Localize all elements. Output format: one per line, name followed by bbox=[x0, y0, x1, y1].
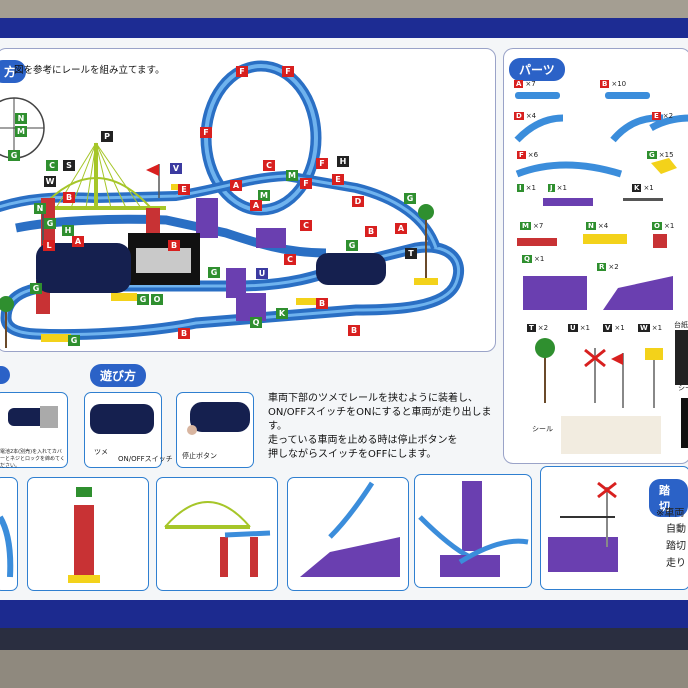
play-left-tag bbox=[0, 366, 10, 384]
assembly-label-a3: A bbox=[250, 200, 262, 211]
assembly-label-o: O bbox=[151, 294, 163, 305]
assembly-label-m3: M bbox=[258, 190, 270, 201]
assembly-instruction: 図を参考にレールを組み立てます。 bbox=[14, 65, 165, 76]
part-b: B×10 bbox=[600, 80, 627, 88]
assembly-label-g4: G bbox=[137, 294, 149, 305]
part-j: J×1 bbox=[548, 184, 567, 192]
assembly-label-g1: G bbox=[8, 150, 20, 161]
play-card-illustrations bbox=[8, 402, 250, 435]
assembly-label-t: T bbox=[405, 248, 417, 259]
crossing-line-1: ※車両 bbox=[656, 508, 685, 519]
assembly-label-h2: H bbox=[337, 156, 349, 167]
parts-stand-label: 台紙 bbox=[674, 321, 688, 329]
part-i: I×1 bbox=[517, 184, 536, 192]
carpet-background-bottom bbox=[0, 650, 688, 688]
assembly-label-a2: A bbox=[230, 180, 242, 191]
assembly-label-m1: M bbox=[15, 126, 27, 137]
part-m: M×7 bbox=[520, 222, 544, 230]
assembly-label-f3: F bbox=[200, 127, 212, 138]
assembly-label-b4: B bbox=[316, 298, 328, 309]
assembly-label-l: L bbox=[43, 240, 55, 251]
parts-tag: パーツ bbox=[509, 58, 565, 81]
play-desc-line-4: 押しながらスイッチをOFFにします。 bbox=[268, 449, 437, 460]
assembly-label-g2: G bbox=[44, 218, 56, 229]
crossing-line-4: 走り bbox=[666, 558, 686, 569]
assembly-label-c4: C bbox=[284, 254, 296, 265]
assembly-label-v: V bbox=[170, 163, 182, 174]
box-lip bbox=[0, 628, 688, 650]
play-card1-label-a: ツメ bbox=[94, 448, 108, 456]
play-description: 車両下部のツメでレールを挟むように装着し、 ON/OFFスイッチをONにすると車… bbox=[268, 392, 500, 462]
play-desc-line-1: 車両下部のツメでレールを挟むように装着し、 bbox=[268, 393, 478, 404]
crossing-line-2: 自動 bbox=[666, 524, 686, 535]
part-t: T×2 bbox=[527, 324, 549, 332]
assembly-tag: 方 bbox=[0, 60, 27, 83]
play-card2-label: 停止ボタン bbox=[182, 452, 217, 460]
part-u: U×1 bbox=[568, 324, 591, 332]
assembly-label-f2: F bbox=[282, 66, 294, 77]
assembly-label-k: K bbox=[276, 308, 288, 319]
assembly-label-b3: B bbox=[365, 226, 377, 237]
part-g: G×15 bbox=[647, 151, 674, 159]
parts-cut-label: シー bbox=[678, 384, 688, 392]
box-bottom-stripe bbox=[0, 600, 688, 630]
assembly-label-m2: M bbox=[286, 170, 298, 181]
assembly-label-u: U bbox=[256, 268, 268, 279]
crossing-tag: 踏切 bbox=[649, 479, 688, 517]
assembly-label-g8: G bbox=[68, 335, 80, 346]
step-illustrations bbox=[0, 481, 618, 583]
part-r: R×2 bbox=[597, 263, 619, 271]
part-w: W×1 bbox=[638, 324, 663, 332]
assembly-label-b5: B bbox=[348, 325, 360, 336]
assembly-label-h1: H bbox=[62, 225, 74, 236]
part-n: N×4 bbox=[586, 222, 609, 230]
assembly-label-b2: B bbox=[168, 240, 180, 251]
assembly-label-g3: G bbox=[30, 283, 42, 294]
box-lip-text bbox=[400, 632, 688, 646]
assembly-label-g7: G bbox=[346, 240, 358, 251]
parts-seal-label: シール bbox=[532, 425, 553, 433]
assembly-label-f4: F bbox=[316, 158, 328, 169]
assembly-label-e1: E bbox=[178, 184, 190, 195]
assembly-label-b6: B bbox=[178, 328, 190, 339]
part-f: F×6 bbox=[517, 151, 539, 159]
play-left-card-text: 電池2本(別売)を入れてカバーとネジとロックを締めてください。 bbox=[0, 449, 65, 469]
assembly-label-p: P bbox=[101, 131, 113, 142]
play-card-battery bbox=[0, 392, 68, 468]
parts-illustrations bbox=[514, 92, 688, 454]
assembly-label-a4: A bbox=[395, 223, 407, 234]
assembly-label-q: Q bbox=[250, 317, 262, 328]
assembly-label-d1: D bbox=[352, 196, 364, 207]
part-e: E×2 bbox=[652, 112, 674, 120]
assembly-label-a1: A bbox=[72, 236, 84, 247]
part-o: O×1 bbox=[652, 222, 675, 230]
part-a: A×7 bbox=[514, 80, 536, 88]
part-d: D×4 bbox=[514, 112, 537, 120]
play-card1-label-b: ON/OFFスイッチ bbox=[118, 455, 173, 463]
assembly-label-c2: C bbox=[263, 160, 275, 171]
assembly-label-n1: N bbox=[15, 113, 27, 124]
part-v: V×1 bbox=[603, 324, 625, 332]
assembly-label-g6: G bbox=[404, 193, 416, 204]
part-q: Q×1 bbox=[522, 255, 545, 263]
assembly-label-w: W bbox=[44, 176, 56, 187]
assembly-label-s: S bbox=[63, 160, 75, 171]
assembly-label-b1: B bbox=[63, 192, 75, 203]
assembly-label-n2: N bbox=[34, 203, 46, 214]
part-k: K×1 bbox=[632, 184, 654, 192]
play-desc-line-2: ON/OFFスイッチをONにすると車両が走り出します。 bbox=[268, 407, 492, 432]
assembly-label-f1: F bbox=[236, 66, 248, 77]
assembly-label-c3: C bbox=[300, 220, 312, 231]
assembly-label-f5: F bbox=[300, 178, 312, 189]
play-desc-line-3: 走っている車両を止める時は停止ボタンを bbox=[268, 435, 458, 446]
carpet-background-top bbox=[0, 0, 688, 22]
crossing-line-3: 踏切 bbox=[666, 541, 686, 552]
assembly-label-c1: C bbox=[46, 160, 58, 171]
play-tag: 遊び方 bbox=[90, 364, 147, 387]
assembly-label-g5: G bbox=[208, 267, 220, 278]
assembly-label-e2: E bbox=[332, 174, 344, 185]
